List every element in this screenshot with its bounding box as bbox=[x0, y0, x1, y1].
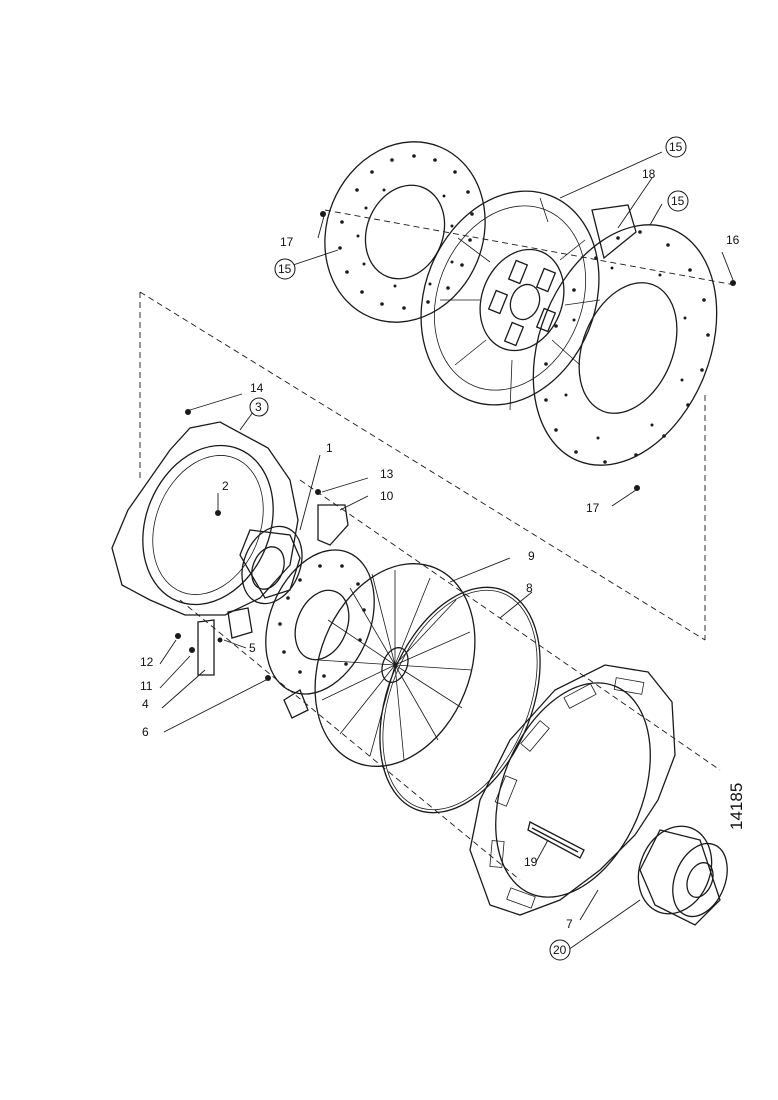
svg-text:3: 3 bbox=[255, 400, 262, 414]
bolt-19 bbox=[527, 821, 585, 859]
callout-13: 13 bbox=[380, 467, 394, 481]
damper-springs bbox=[487, 259, 557, 347]
callout-7: 7 bbox=[566, 917, 573, 931]
wire-ring bbox=[379, 586, 541, 814]
callout-8: 8 bbox=[526, 581, 533, 595]
callout-3-circled: 3 bbox=[249, 397, 269, 417]
pressure-plate bbox=[227, 504, 375, 719]
callout-20-circled: 20 bbox=[549, 939, 571, 961]
callout-17-bottom: 17 bbox=[586, 501, 600, 515]
svg-text:15: 15 bbox=[278, 262, 292, 276]
svg-text:15: 15 bbox=[671, 194, 685, 208]
svg-text:15: 15 bbox=[669, 140, 683, 154]
callout-18: 18 bbox=[642, 167, 656, 181]
callout-16: 16 bbox=[726, 233, 740, 247]
circled-callouts: 3 15 15 15 20 bbox=[249, 136, 689, 961]
callout-2: 2 bbox=[222, 479, 229, 493]
callout-labels: 1 2 4 5 6 7 8 9 10 11 12 13 14 16 17 17 … bbox=[140, 167, 740, 931]
callout-15-top: 15 bbox=[665, 136, 687, 158]
release-bearing bbox=[637, 825, 728, 926]
release-bearing-hub bbox=[239, 525, 303, 605]
callout-11: 11 bbox=[140, 679, 153, 693]
callout-17-top: 17 bbox=[280, 235, 294, 249]
callout-19: 19 bbox=[524, 855, 538, 869]
callout-10: 10 bbox=[380, 489, 394, 503]
callout-5: 5 bbox=[249, 641, 256, 655]
svg-text:20: 20 bbox=[553, 943, 567, 957]
fasteners bbox=[175, 211, 736, 681]
figure-reference-number: 14185 bbox=[727, 783, 746, 830]
friction-lining-right bbox=[532, 224, 718, 466]
callout-4: 4 bbox=[142, 697, 149, 711]
callout-6: 6 bbox=[142, 725, 149, 739]
clutch-cover-housing bbox=[111, 409, 299, 616]
clutch-driven-disc bbox=[420, 190, 637, 411]
clutch-cover-ring bbox=[469, 664, 676, 916]
callout-15-left: 15 bbox=[274, 258, 296, 280]
callout-12: 12 bbox=[140, 655, 154, 669]
friction-lining-left bbox=[324, 141, 486, 323]
callout-14: 14 bbox=[250, 381, 264, 395]
callout-15-right: 15 bbox=[667, 190, 689, 212]
alignment-lines bbox=[139, 209, 736, 881]
diaphragm-spring bbox=[314, 563, 476, 767]
callout-9: 9 bbox=[528, 549, 535, 563]
callout-1: 1 bbox=[326, 441, 333, 455]
leader-lines bbox=[159, 151, 734, 951]
